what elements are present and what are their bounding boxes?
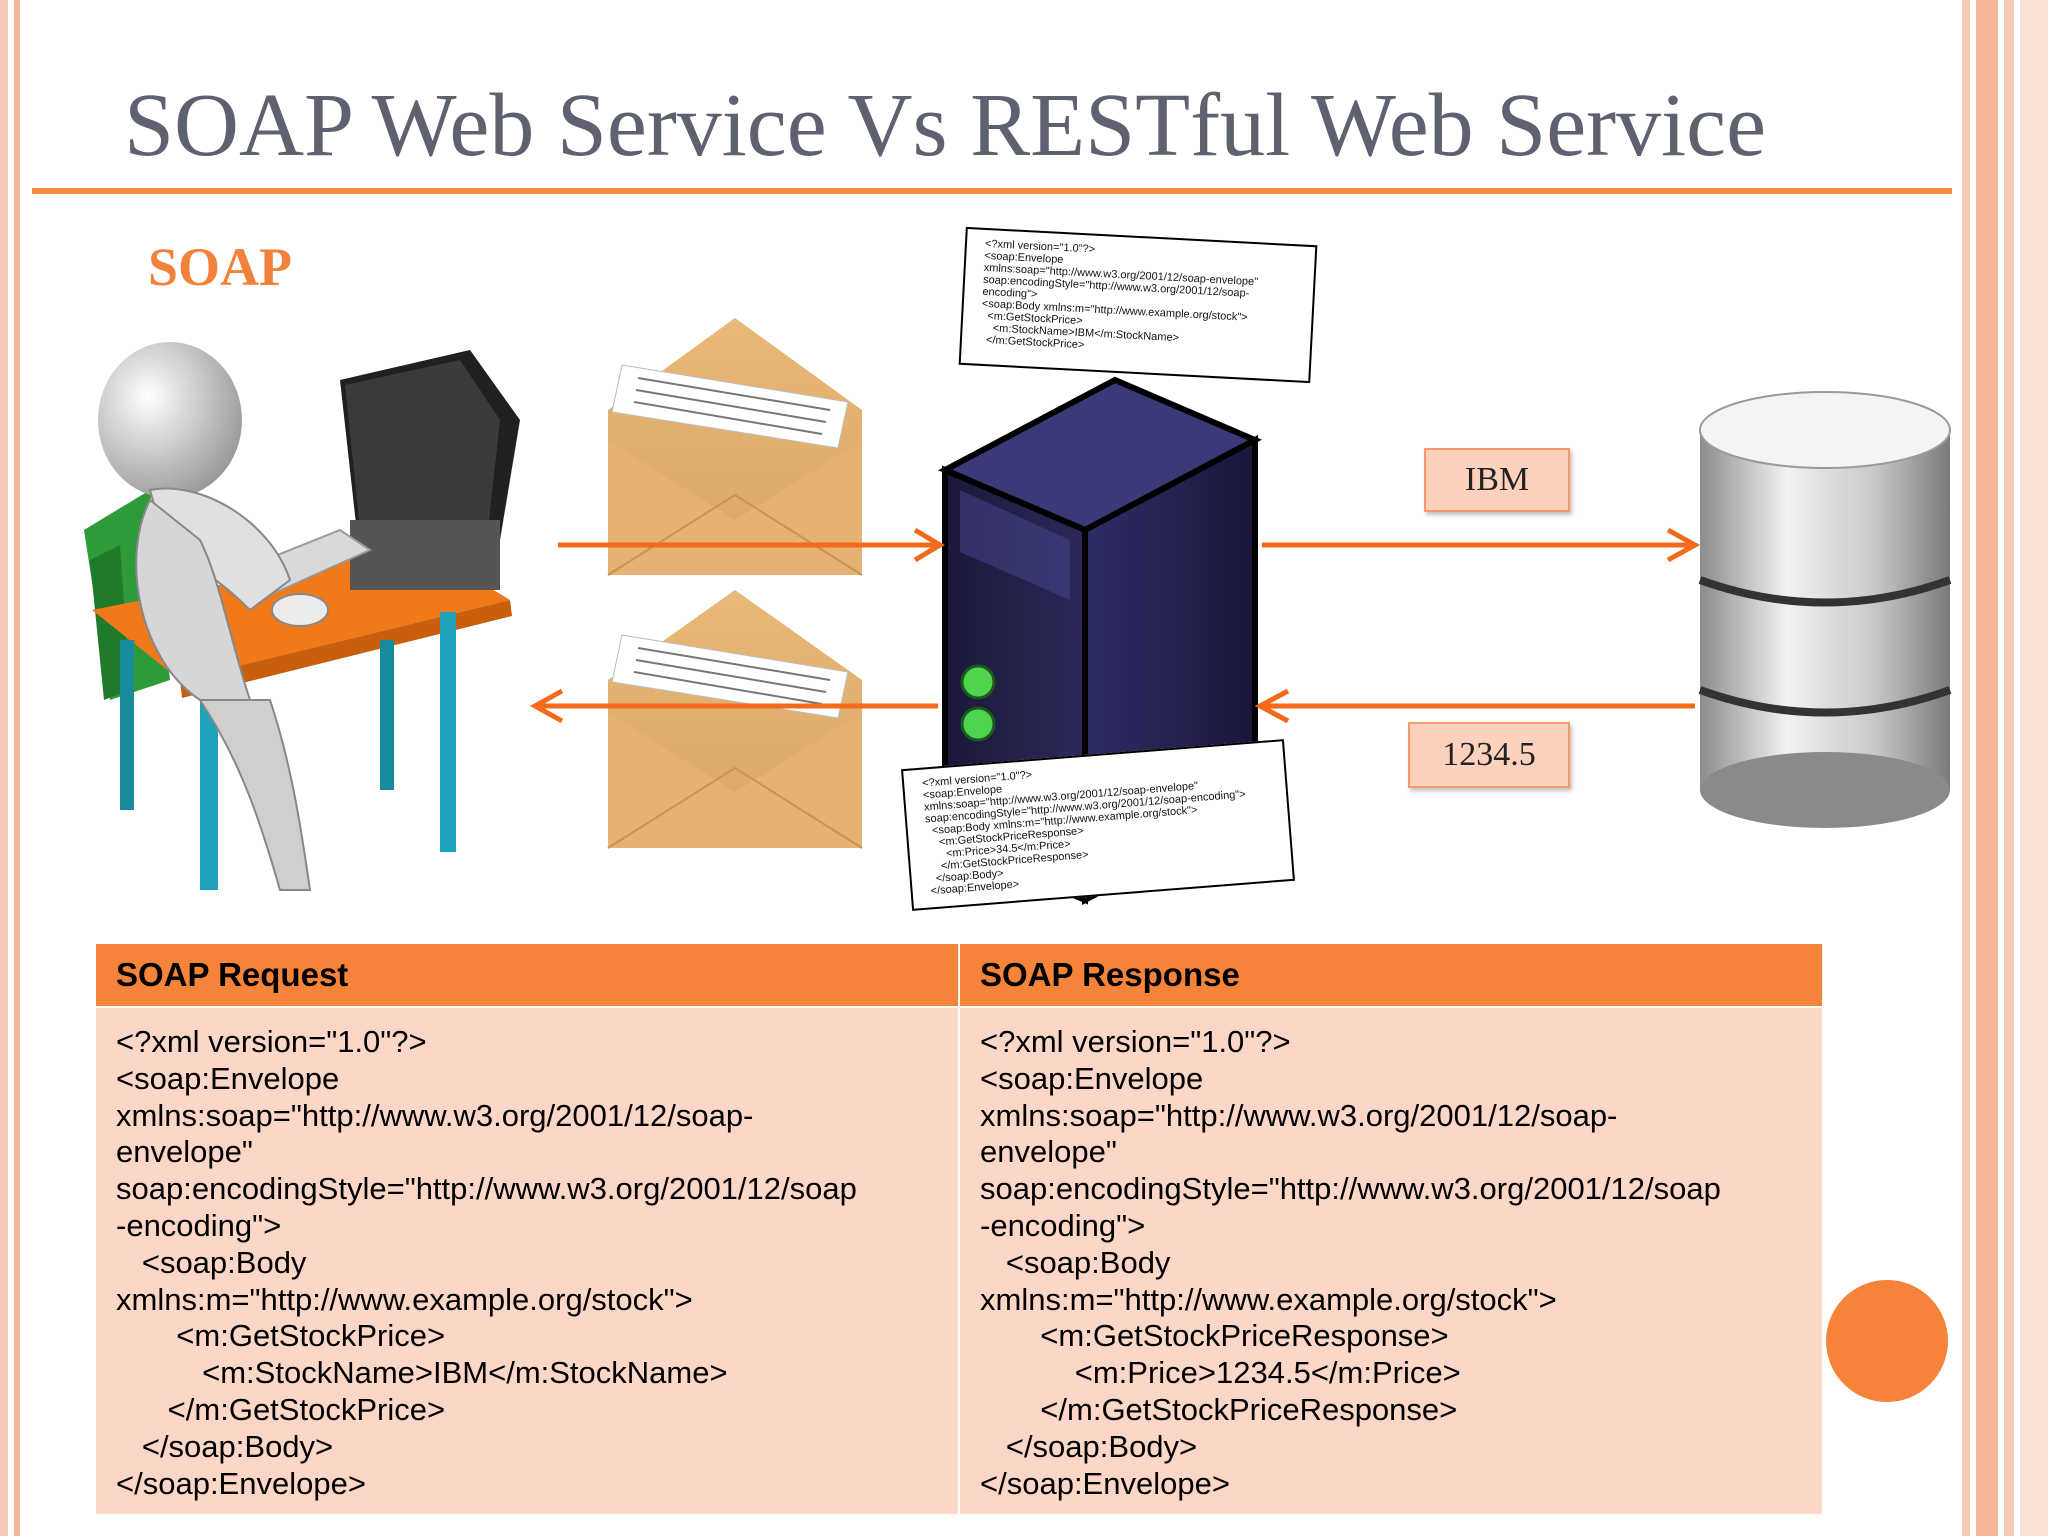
- database-icon: [1698, 391, 1952, 828]
- column-divider: [958, 944, 960, 1514]
- code-line: xmlns:soap="http://www.w3.org/2001/12/so…: [116, 1097, 754, 1133]
- arrow-icon: [529, 527, 1701, 724]
- response-value-label: 1234.5: [1408, 722, 1570, 788]
- person-at-computer-icon: [84, 342, 520, 891]
- code-line: xmlns:m="http://www.example.org/stock">: [116, 1281, 693, 1317]
- code-line: soap:encodingStyle="http://www.w3.org/20…: [116, 1171, 857, 1207]
- request-cell: [96, 1008, 958, 1514]
- request-header: SOAP Request: [96, 944, 958, 1006]
- code-line: </soap:Body>: [116, 1428, 334, 1464]
- code-line: <?xml version="1.0"?>: [116, 1024, 427, 1059]
- code-line: envelope": [980, 1134, 1117, 1170]
- soap-flow-diagram: [84, 318, 1952, 905]
- envelope-icon: [607, 590, 863, 849]
- code-line: </soap:Envelope>: [980, 1465, 1230, 1501]
- code-line: </m:GetStockPrice>: [116, 1391, 446, 1427]
- slide-title: SOAP Web Service Vs RESTful Web Service: [124, 76, 1767, 175]
- code-line: soap:encodingStyle="http://www.w3.org/20…: [980, 1171, 1721, 1207]
- code-line: <soap:Envelope: [116, 1060, 340, 1096]
- code-line: -encoding">: [116, 1207, 282, 1243]
- code-line: -encoding">: [980, 1207, 1146, 1243]
- code-line: xmlns:m="http://www.example.org/stock">: [980, 1281, 1557, 1317]
- frame-stripe-right-2: [1976, 0, 1998, 1536]
- code-line: xmlns:soap="http://www.w3.org/2001/12/so…: [980, 1097, 1618, 1133]
- code-line: <soap:Body: [116, 1244, 307, 1280]
- code-line: envelope": [116, 1134, 253, 1170]
- response-column: SOAP Response <?xml version="1.0"?><soap…: [960, 944, 1822, 1514]
- frame-stripe-left-inner: [14, 0, 20, 1536]
- soap-comparison-table: SOAP Request <?xml version="1.0"?><soap:…: [96, 944, 1824, 1514]
- code-line: <?xml version="1.0"?>: [980, 1024, 1291, 1059]
- frame-stripe-right-4: [2020, 0, 2048, 1536]
- code-line: <m:StockName>IBM</m:StockName>: [116, 1355, 728, 1391]
- response-header: SOAP Response: [960, 944, 1822, 1006]
- code-line: <m:GetStockPriceResponse>: [980, 1318, 1449, 1354]
- frame-stripe-right-1: [1962, 0, 1970, 1536]
- title-underline: [32, 188, 1952, 194]
- slide-subtitle: SOAP: [148, 237, 293, 297]
- response-cell: [960, 1008, 1822, 1514]
- code-line: </soap:Body>: [980, 1428, 1198, 1464]
- code-line: </soap:Envelope>: [116, 1465, 366, 1501]
- code-line: </m:GetStockPriceResponse>: [980, 1391, 1458, 1427]
- code-line: <m:Price>1234.5</m:Price>: [980, 1355, 1461, 1391]
- decorative-circle: [1826, 1280, 1948, 1402]
- code-line: <soap:Body: [980, 1244, 1171, 1280]
- code-line: <soap:Envelope: [980, 1060, 1204, 1096]
- frame-stripe-right-3: [2004, 0, 2014, 1536]
- request-value-label: IBM: [1424, 448, 1570, 512]
- code-line: <m:GetStockPrice>: [116, 1318, 446, 1354]
- envelope-icon: [607, 318, 863, 576]
- frame-stripe-left: [0, 0, 8, 1536]
- request-column: SOAP Request <?xml version="1.0"?><soap:…: [96, 944, 958, 1514]
